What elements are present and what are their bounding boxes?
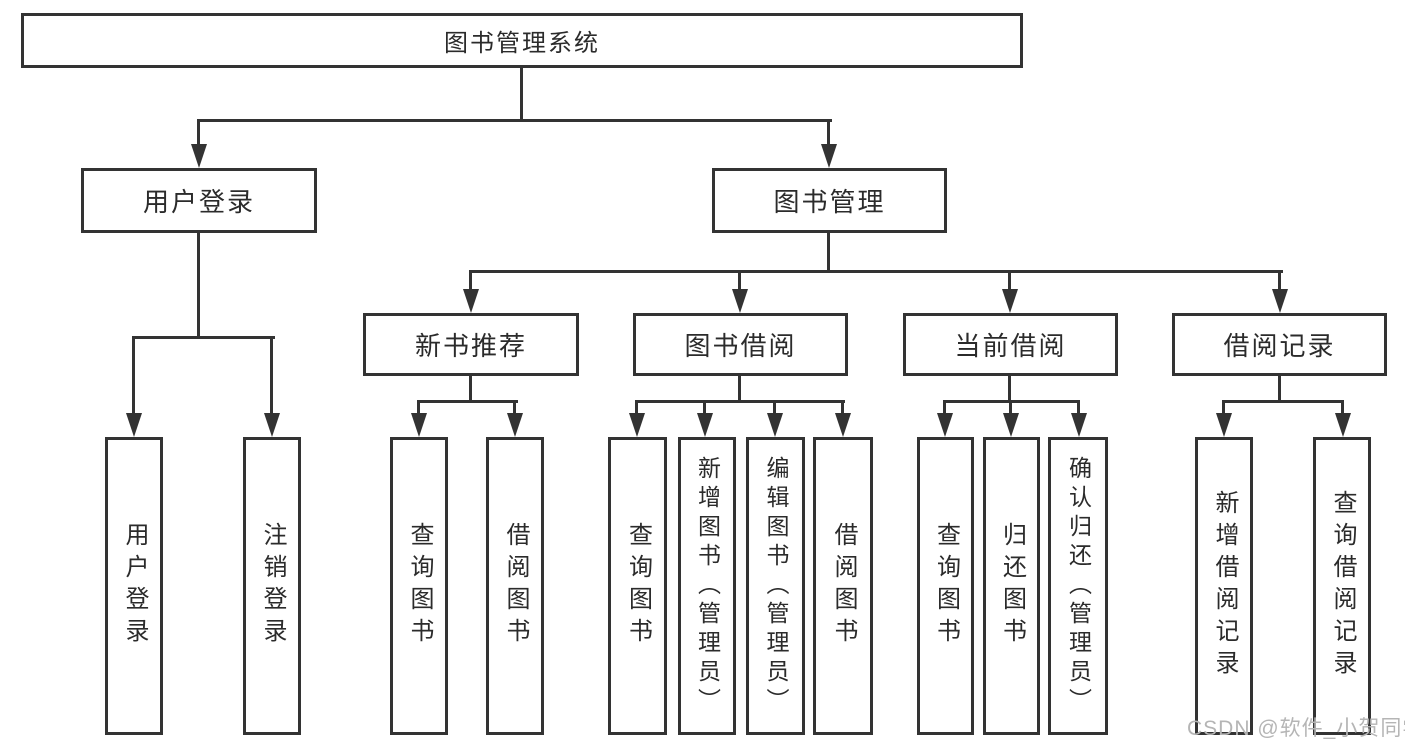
connector-line [1278, 376, 1281, 403]
leaf-newbook-query-books: 查询图书 [390, 437, 448, 735]
connector-line [469, 270, 472, 292]
node-current-borrow: 当前借阅 [903, 313, 1118, 376]
arrow-down-icon [264, 413, 280, 437]
connector-line [1222, 400, 1225, 414]
arrow-down-icon [126, 413, 142, 437]
leaf-borrow-add-books-admin: 新增图书（管理员） [678, 437, 736, 735]
node-label: 借阅图书 [830, 522, 857, 650]
connector-line [469, 270, 1283, 273]
connector-line [417, 400, 420, 414]
node-label: 当前借阅 [954, 331, 1067, 361]
node-label: 图书管理系统 [444, 30, 600, 57]
node-label: 注销登录 [259, 522, 286, 650]
connector-line [738, 376, 741, 403]
connector-line [1009, 400, 1012, 414]
arrow-down-icon [1003, 413, 1019, 437]
node-root-system: 图书管理系统 [21, 13, 1023, 68]
connector-line [513, 400, 516, 414]
node-label: 借阅记录 [1223, 331, 1336, 361]
node-label: 查询借阅记录 [1329, 490, 1356, 682]
node-label: 查询图书 [406, 522, 433, 650]
connector-line [1278, 270, 1281, 292]
node-label: 查询图书 [624, 522, 652, 650]
connector-line [827, 233, 830, 273]
leaf-current-return-books: 归还图书 [983, 437, 1040, 735]
arrow-down-icon [1002, 289, 1018, 313]
node-label: 编辑图书（管理员） [763, 455, 789, 717]
csdn-watermark: CSDN @软件_小贺同学 [1187, 717, 1405, 740]
node-label: 新书推荐 [414, 331, 527, 361]
connector-line [738, 270, 741, 292]
arrow-down-icon [507, 413, 523, 437]
connector-line [943, 400, 946, 414]
node-label: 新增图书（管理员） [694, 455, 721, 717]
arrow-down-icon [463, 289, 479, 313]
arrow-down-icon [697, 413, 713, 437]
arrow-down-icon [1335, 413, 1351, 437]
arrow-down-icon [1216, 413, 1232, 437]
arrow-down-icon [411, 413, 427, 437]
node-label: 借阅图书 [502, 522, 529, 650]
node-book-management: 图书管理 [712, 168, 947, 233]
connector-line [1077, 400, 1080, 414]
node-label: 确认归还（管理员） [1065, 455, 1092, 717]
node-borrow-record: 借阅记录 [1172, 313, 1387, 376]
connector-line [197, 119, 832, 122]
leaf-borrow-edit-books-admin: 编辑图书（管理员） [746, 437, 805, 735]
connector-line [469, 376, 472, 403]
node-book-borrow: 图书借阅 [633, 313, 848, 376]
arrow-down-icon [1272, 289, 1288, 313]
connector-line [635, 400, 845, 403]
leaf-logout: 注销登录 [243, 437, 301, 735]
node-new-book-recommend: 新书推荐 [363, 313, 579, 376]
connector-line [1341, 400, 1344, 414]
arrow-down-icon [835, 413, 851, 437]
connector-line [197, 119, 200, 147]
node-label: 图书管理 [773, 187, 886, 217]
connector-line [1008, 376, 1011, 403]
leaf-borrow-borrow-books: 借阅图书 [813, 437, 873, 735]
connector-line [827, 119, 830, 147]
node-label: 用户登录 [142, 187, 255, 217]
node-user-login: 用户登录 [81, 168, 317, 233]
leaf-record-query-borrow-record: 查询借阅记录 [1313, 437, 1371, 735]
node-label: 新增借阅记录 [1211, 490, 1238, 682]
leaf-current-confirm-return-admin: 确认归还（管理员） [1048, 437, 1108, 735]
connector-line [417, 400, 518, 403]
connector-line [841, 400, 844, 414]
arrow-down-icon [1071, 413, 1087, 437]
arrow-down-icon [732, 289, 748, 313]
leaf-user-login: 用户登录 [105, 437, 163, 735]
leaf-current-query-books: 查询图书 [917, 437, 974, 735]
arrow-down-icon [767, 413, 783, 437]
node-label: 查询图书 [932, 522, 960, 650]
connector-line [1008, 270, 1011, 292]
arrow-down-icon [629, 413, 645, 437]
connector-line [1222, 400, 1344, 403]
connector-line [635, 400, 638, 414]
connector-line [197, 233, 200, 339]
leaf-newbook-borrow-books: 借阅图书 [486, 437, 544, 735]
arrow-down-icon [191, 144, 207, 168]
connector-line [132, 336, 135, 414]
arrow-down-icon [937, 413, 953, 437]
node-label: 归还图书 [998, 522, 1026, 650]
connector-line [270, 336, 273, 414]
leaf-borrow-query-books: 查询图书 [608, 437, 667, 735]
node-label: 图书借阅 [684, 331, 797, 361]
arrow-down-icon [821, 144, 837, 168]
connector-line [520, 68, 523, 122]
connector-line [132, 336, 275, 339]
connector-line [703, 400, 706, 414]
node-label: 用户登录 [121, 522, 148, 650]
connector-line [773, 400, 776, 414]
leaf-record-add-borrow-record: 新增借阅记录 [1195, 437, 1253, 735]
